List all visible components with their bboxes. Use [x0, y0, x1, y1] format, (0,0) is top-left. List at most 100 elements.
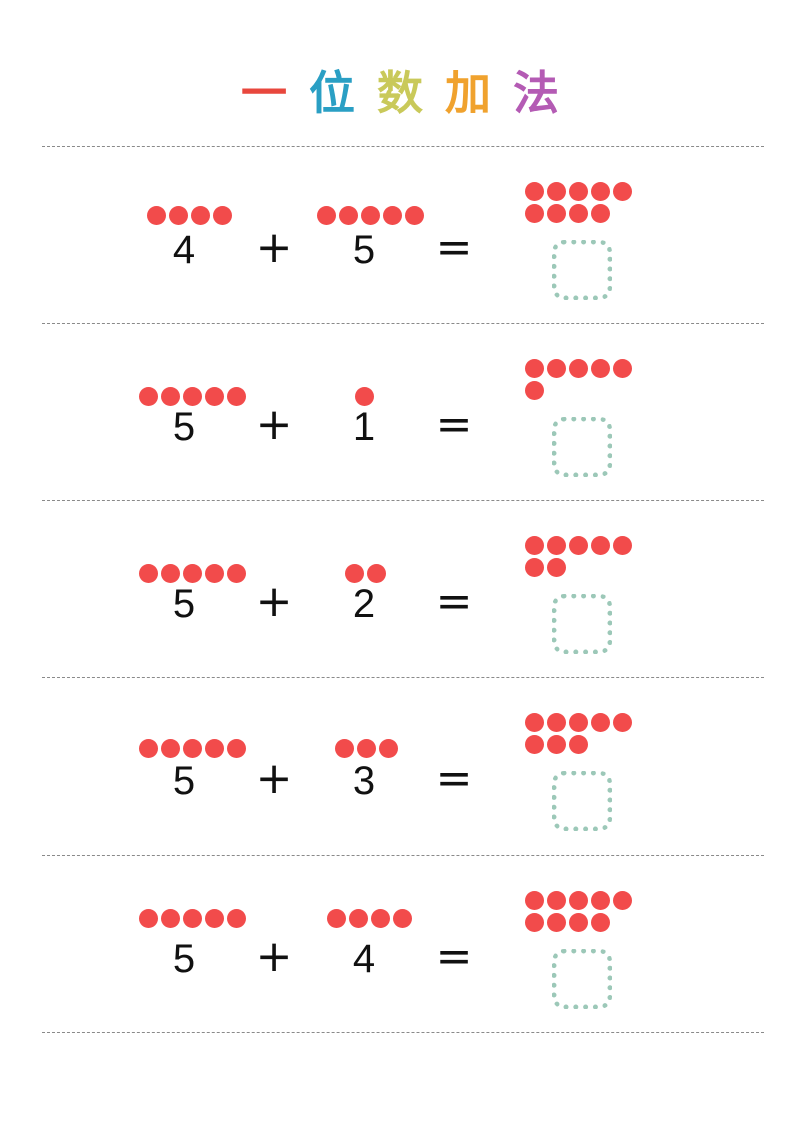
answer-box[interactable] — [552, 949, 612, 1009]
counting-dot — [227, 739, 246, 758]
addend-b-dots — [355, 387, 374, 406]
counting-dot — [205, 909, 224, 928]
counting-dot — [613, 536, 632, 555]
divider — [42, 1032, 764, 1033]
divider — [42, 677, 764, 678]
counting-dot — [525, 558, 544, 577]
counting-dot — [591, 182, 610, 201]
counting-dot — [349, 909, 368, 928]
problem-4: 5 + 3 = — [0, 677, 800, 855]
counting-dot — [547, 713, 566, 732]
counting-dot — [569, 359, 588, 378]
equals-sign: = — [435, 753, 473, 804]
addend-b-dots — [317, 206, 424, 225]
counting-dot — [569, 536, 588, 555]
counting-dot — [525, 536, 544, 555]
answer-box[interactable] — [552, 417, 612, 477]
counting-dot — [547, 558, 566, 577]
answer-box[interactable] — [552, 771, 612, 831]
counting-dot — [591, 536, 610, 555]
counting-dot — [161, 387, 180, 406]
counting-dot — [525, 891, 544, 910]
addend-b-dots — [335, 739, 398, 758]
counting-dot — [569, 713, 588, 732]
sum-dots — [525, 359, 650, 400]
counting-dot — [547, 182, 566, 201]
addend-a: 5 — [172, 582, 196, 626]
counting-dot — [161, 739, 180, 758]
counting-dot — [547, 913, 566, 932]
answer-box[interactable] — [552, 240, 612, 300]
counting-dot — [613, 359, 632, 378]
addend-a: 5 — [172, 937, 196, 981]
counting-dot — [361, 206, 380, 225]
counting-dot — [613, 713, 632, 732]
counting-dot — [569, 182, 588, 201]
counting-dot — [183, 564, 202, 583]
counting-dot — [357, 739, 376, 758]
counting-dot — [213, 206, 232, 225]
divider — [42, 855, 764, 856]
counting-dot — [591, 204, 610, 223]
title-char-5: 法 — [513, 66, 559, 120]
equals-sign: = — [435, 399, 473, 450]
worksheet-title: 一 位 数 加 法 — [0, 58, 800, 128]
problem-1: 4 + 5 = — [0, 146, 800, 324]
problem-2: 5 + 1 = — [0, 323, 800, 501]
equals-sign: = — [435, 576, 473, 627]
counting-dot — [327, 909, 346, 928]
counting-dot — [525, 913, 544, 932]
addend-a: 5 — [172, 759, 196, 803]
counting-dot — [139, 739, 158, 758]
counting-dot — [613, 891, 632, 910]
sum-dots — [525, 182, 650, 223]
plus-sign: + — [255, 399, 293, 450]
counting-dot — [525, 182, 544, 201]
counting-dot — [547, 536, 566, 555]
counting-dot — [547, 735, 566, 754]
counting-dot — [183, 387, 202, 406]
problem-5: 5 + 4 = — [0, 855, 800, 1033]
counting-dot — [405, 206, 424, 225]
title-char-1: 一 — [241, 66, 287, 120]
counting-dot — [591, 891, 610, 910]
counting-dot — [345, 564, 364, 583]
answer-box[interactable] — [552, 594, 612, 654]
addend-b: 3 — [352, 759, 376, 803]
addend-a: 4 — [172, 228, 196, 272]
counting-dot — [591, 913, 610, 932]
counting-dot — [335, 739, 354, 758]
title-char-4: 加 — [445, 66, 491, 120]
plus-sign: + — [255, 931, 293, 982]
counting-dot — [547, 891, 566, 910]
addend-b: 2 — [352, 582, 376, 626]
counting-dot — [139, 564, 158, 583]
title-char-2: 位 — [309, 66, 355, 120]
counting-dot — [227, 564, 246, 583]
addend-a: 5 — [172, 405, 196, 449]
addend-a-dots — [139, 387, 246, 406]
counting-dot — [525, 359, 544, 378]
counting-dot — [169, 206, 188, 225]
counting-dot — [393, 909, 412, 928]
counting-dot — [371, 909, 390, 928]
sum-dots — [525, 891, 650, 932]
counting-dot — [379, 739, 398, 758]
divider — [42, 146, 764, 147]
addend-b-dots — [327, 909, 412, 928]
counting-dot — [205, 387, 224, 406]
counting-dot — [547, 204, 566, 223]
problem-3: 5 + 2 = — [0, 500, 800, 678]
counting-dot — [147, 206, 166, 225]
counting-dot — [161, 564, 180, 583]
counting-dot — [569, 204, 588, 223]
divider — [42, 323, 764, 324]
plus-sign: + — [255, 222, 293, 273]
counting-dot — [339, 206, 358, 225]
addend-b-dots — [345, 564, 386, 583]
counting-dot — [191, 206, 210, 225]
counting-dot — [139, 387, 158, 406]
addend-a-dots — [147, 206, 232, 225]
counting-dot — [367, 564, 386, 583]
equals-sign: = — [435, 931, 473, 982]
